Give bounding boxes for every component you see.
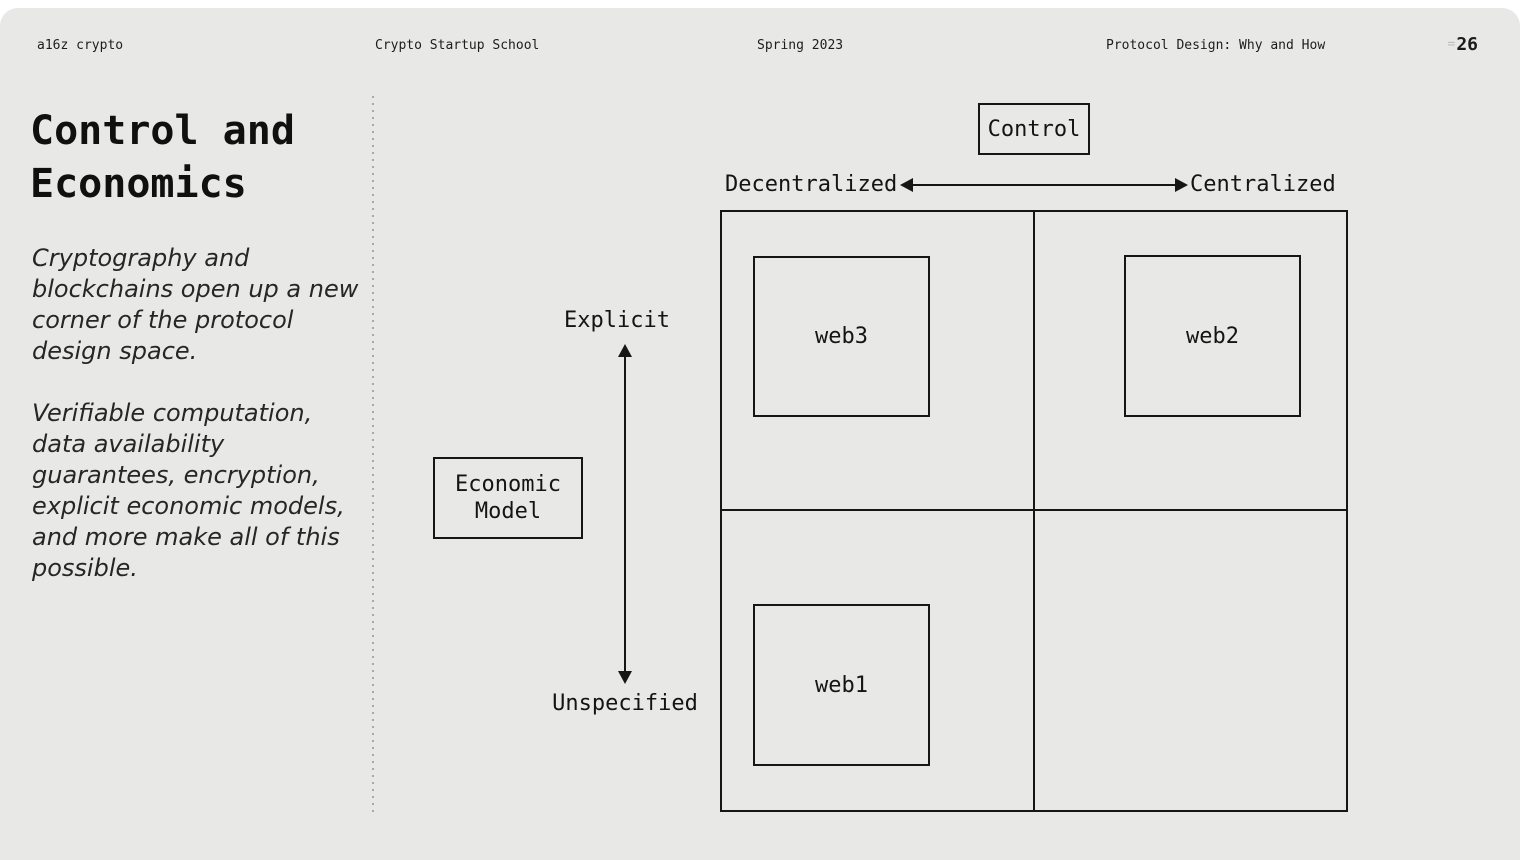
body-paragraph-1: Cryptography and blockchains open up a n… [32, 244, 359, 365]
y-axis-bottom-label: Unspecified [552, 691, 698, 716]
y-axis-arrowhead-up-icon [618, 344, 632, 357]
y-axis-title-line2: Model [474, 499, 542, 524]
slide-body-text: Cryptography and blockchains open up a n… [32, 243, 366, 615]
header-lecture: Protocol Design: Why and How [1106, 38, 1326, 53]
page-number-prefix: = [1447, 37, 1456, 52]
quadrant-item-web2: web2 [1124, 255, 1301, 417]
page-number-value: 26 [1456, 34, 1478, 55]
header-brand: a16z crypto [37, 38, 124, 53]
quadrant-matrix: web3 web2 web1 [720, 210, 1348, 812]
body-paragraph-2: Verifiable computation, data availabilit… [32, 399, 345, 582]
y-axis-title-line1: Economic [455, 472, 561, 497]
x-axis-arrowhead-right-icon [1175, 178, 1188, 192]
dotted-divider [372, 96, 374, 812]
x-axis-title: Control [987, 116, 1081, 142]
slide-title-line1: Control and [30, 108, 295, 154]
slide-title: Control and Economics [30, 105, 295, 211]
header-course: Crypto Startup School [375, 38, 540, 53]
matrix-horizontal-divider [722, 509, 1346, 511]
web2-label: web2 [1186, 323, 1239, 349]
y-axis-title-box: Economic Model [433, 457, 583, 539]
x-axis-title-box: Control [978, 103, 1090, 155]
x-axis-right-label: Centralized [1190, 172, 1336, 197]
y-axis-top-label: Explicit [564, 308, 670, 333]
web1-label: web1 [815, 672, 868, 698]
slide-title-line2: Economics [30, 161, 247, 207]
x-axis-arrowhead-left-icon [900, 178, 913, 192]
quadrant-item-web3: web3 [753, 256, 930, 417]
y-axis-arrow-line [624, 357, 626, 671]
matrix-vertical-divider [1033, 212, 1035, 810]
quadrant-item-web1: web1 [753, 604, 930, 766]
web3-label: web3 [815, 324, 868, 349]
y-axis-arrowhead-down-icon [618, 671, 632, 684]
header-term: Spring 2023 [757, 38, 844, 53]
page-number: =26 [1447, 34, 1478, 55]
x-axis-left-label: Decentralized [725, 172, 898, 197]
x-axis-arrow-line [913, 184, 1175, 186]
slide-background [0, 8, 1520, 860]
